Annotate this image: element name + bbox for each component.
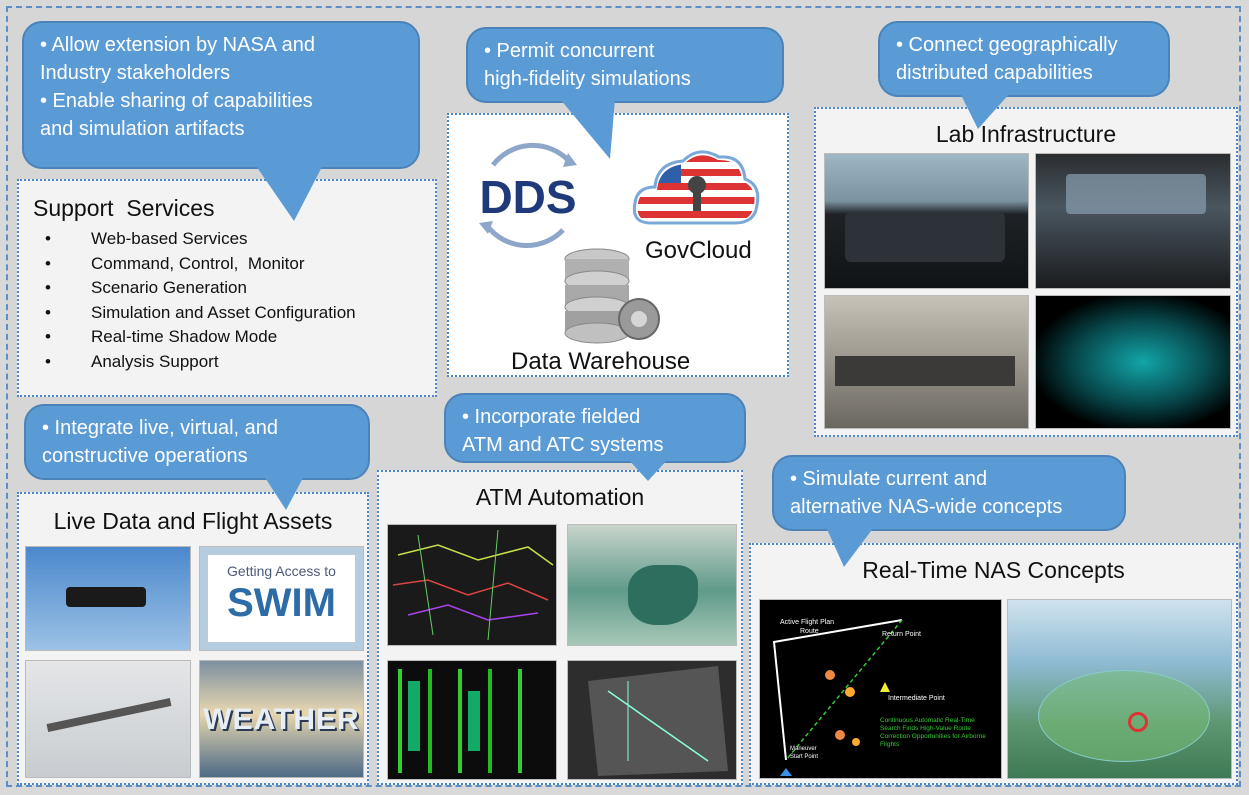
lab-infrastructure-title: Lab Infrastructure xyxy=(935,121,1117,147)
callout-tail xyxy=(560,99,615,159)
svg-text:Intermediate Point: Intermediate Point xyxy=(888,695,945,702)
cockpit-sim-image xyxy=(1035,153,1231,289)
lab-infrastructure-panel: Lab Infrastructure xyxy=(814,107,1238,437)
atm-automation-title: ATM Automation xyxy=(475,484,645,510)
dds-logo-icon: DDS xyxy=(479,142,577,248)
weather-image: WEATHER xyxy=(199,660,364,778)
svg-text:Search Finds High-Value Route: Search Finds High-Value Route xyxy=(880,725,971,732)
svg-text:Flights: Flights xyxy=(880,741,900,748)
svg-text:Return Point: Return Point xyxy=(882,631,921,638)
atm-map-image xyxy=(387,524,557,646)
support-services-list: •Web-based Services •Command, Control, M… xyxy=(43,227,356,374)
nas-concepts-panel: Real-Time NAS Concepts Active Flight Pla… xyxy=(749,543,1238,785)
callout-tail xyxy=(254,163,324,221)
swim-image: Getting Access to SWIM xyxy=(199,546,364,651)
live-data-panel: Live Data and Flight Assets Getting Acce… xyxy=(17,492,369,785)
svg-text:Continuous Automatic Real-Time: Continuous Automatic Real-Time xyxy=(880,717,975,724)
list-item: •Web-based Services xyxy=(45,229,248,248)
drone-image xyxy=(25,546,191,651)
govcloud-label: GovCloud xyxy=(645,237,752,264)
data-warehouse-label: Data Warehouse xyxy=(511,348,691,375)
svg-text:Start Point: Start Point xyxy=(790,754,818,760)
svg-text:Active Flight Plan: Active Flight Plan xyxy=(780,619,834,626)
callout-tail xyxy=(264,476,304,510)
nas-concepts-title: Real-Time NAS Concepts xyxy=(862,557,1125,583)
north-america-map-image xyxy=(567,524,737,646)
govcloud-logo-icon xyxy=(632,150,760,225)
support-services-panel: Support Services •Web-based Services •Co… xyxy=(17,179,437,397)
callout-tail xyxy=(960,93,1010,129)
callout-incorporate: • Incorporate fielded ATM and ATC system… xyxy=(444,393,746,481)
data-services-panel: DDS GovCloud Data Warehouse xyxy=(447,113,789,377)
callout-extension: • Allow extension by NASA and Industry s… xyxy=(22,21,420,221)
svg-text:Maneuver: Maneuver xyxy=(790,746,817,752)
control-tower-sim-image xyxy=(824,153,1029,289)
weather-caption: WEATHER xyxy=(203,703,360,736)
callout-tail xyxy=(826,527,874,567)
list-item: •Simulation and Asset Configuration xyxy=(45,302,356,322)
database-icon xyxy=(564,248,660,344)
list-item: •Real-time Shadow Mode xyxy=(45,327,278,346)
svg-text:Correction Opportunities for A: Correction Opportunities for Airborne xyxy=(880,733,986,740)
swim-caption-big: SWIM xyxy=(227,581,336,625)
airport-surface-image xyxy=(567,660,737,780)
atm-automation-panel: ATM Automation xyxy=(377,470,743,785)
route-optimization-image: Active Flight Plan Route Return Point In… xyxy=(759,599,1002,779)
callout-simulate: • Simulate current and alternative NAS-w… xyxy=(772,455,1126,567)
callout-tail xyxy=(628,459,668,481)
list-item: •Scenario Generation xyxy=(45,278,247,297)
callout-integrate: • Integrate live, virtual, and construct… xyxy=(24,404,370,510)
uav-image xyxy=(25,660,191,778)
svg-text:Route: Route xyxy=(800,628,819,635)
live-data-title: Live Data and Flight Assets xyxy=(53,508,333,534)
support-services-title: Support Services xyxy=(33,195,215,221)
list-item: •Analysis Support xyxy=(45,351,219,371)
atc-lab-image xyxy=(824,295,1029,429)
callout-connect: • Connect geographically distributed cap… xyxy=(878,21,1170,129)
svg-text:DDS: DDS xyxy=(479,171,576,223)
callout-concurrent: • Permit concurrent high-fidelity simula… xyxy=(466,27,784,159)
radar-list-image xyxy=(387,660,557,780)
swim-caption-small: Getting Access to xyxy=(227,563,336,579)
nas-concept-illustration-image xyxy=(1007,599,1232,779)
list-item: •Command, Control, Monitor xyxy=(45,253,305,273)
us-air-traffic-map-image xyxy=(1035,295,1231,429)
